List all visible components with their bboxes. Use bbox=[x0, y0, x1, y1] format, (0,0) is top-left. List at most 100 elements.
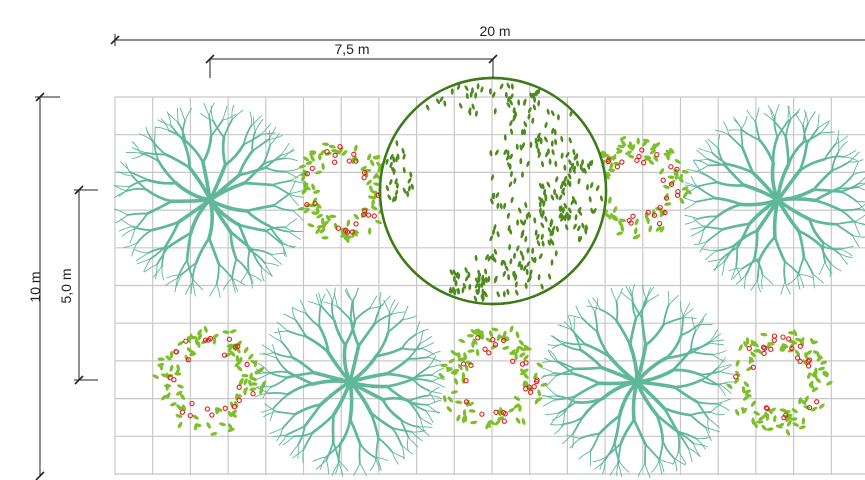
shrub-leaf bbox=[313, 189, 321, 194]
canopy-leaf bbox=[560, 152, 564, 159]
canopy-leaf bbox=[491, 192, 496, 199]
shrub-leaf bbox=[321, 236, 329, 240]
shrub-berry bbox=[814, 399, 820, 405]
canopy-leaf bbox=[537, 147, 540, 154]
canopy-leaf bbox=[565, 211, 569, 219]
canopy-leaf bbox=[577, 225, 581, 232]
canopy-leaf bbox=[547, 239, 551, 246]
shrub-leaf bbox=[802, 359, 808, 366]
shrub-leaf bbox=[250, 376, 257, 382]
canopy-leaf bbox=[529, 141, 533, 148]
shrub-leaf bbox=[781, 345, 787, 352]
shrub-leaf bbox=[753, 410, 760, 416]
shrub-leaf bbox=[323, 220, 330, 226]
shrub-leaf bbox=[367, 227, 372, 235]
shrub-leaf bbox=[186, 347, 193, 353]
canopy-leaf bbox=[395, 156, 399, 163]
canopy-leaf bbox=[537, 87, 541, 95]
canopy-leaf bbox=[529, 92, 533, 99]
shrub-leaf bbox=[315, 228, 321, 235]
canopy-leaf bbox=[407, 185, 411, 192]
shrub-leaf bbox=[792, 422, 800, 427]
canopy-leaf bbox=[575, 153, 579, 160]
shrub-leaf bbox=[805, 350, 813, 356]
shrub-berry bbox=[344, 229, 351, 235]
shrub-leaf bbox=[620, 140, 627, 147]
shrub-berry bbox=[475, 335, 481, 341]
shrub-berry bbox=[187, 412, 193, 419]
shrub-leaf bbox=[518, 404, 522, 412]
shrub-leaf bbox=[820, 360, 828, 365]
canopy-leaf bbox=[464, 275, 469, 282]
canopy-leaf bbox=[468, 107, 472, 114]
canopy-leaf bbox=[505, 154, 510, 161]
canopy-leaf bbox=[536, 240, 541, 247]
shrub-leaf bbox=[253, 360, 258, 368]
shrub-leaf bbox=[261, 380, 267, 388]
shrub-leaf bbox=[241, 373, 249, 378]
shrub-berry bbox=[501, 418, 507, 424]
canopy-leaf bbox=[389, 153, 394, 160]
shrub-leaf bbox=[497, 416, 505, 421]
canopy-leaf bbox=[561, 189, 566, 196]
shrub-berry bbox=[761, 350, 767, 357]
shrub-leaf bbox=[376, 161, 382, 168]
shrub-leaf bbox=[811, 387, 819, 392]
shrub-berry bbox=[493, 409, 499, 415]
canopy-leaf bbox=[517, 99, 521, 106]
canopy-leaf bbox=[468, 283, 472, 291]
canopy-leaf bbox=[469, 91, 473, 98]
canopy-leaf bbox=[548, 158, 552, 165]
shrub-leaf bbox=[494, 419, 501, 426]
canopy-leaf bbox=[512, 107, 516, 114]
canopy-leaf bbox=[389, 161, 393, 168]
shrub-leaf bbox=[243, 346, 249, 354]
shrub-leaf bbox=[496, 334, 501, 341]
shrub-leaf bbox=[738, 344, 743, 351]
shrub-leaf bbox=[795, 337, 803, 342]
shrub-leaf bbox=[311, 183, 316, 191]
shrub-leaf bbox=[319, 149, 326, 156]
shrub-berry bbox=[523, 360, 529, 366]
shrub-berry bbox=[794, 355, 801, 361]
shrub-leaf bbox=[787, 420, 792, 427]
shrub-leaf bbox=[445, 366, 453, 371]
shrub-leaf bbox=[175, 390, 183, 396]
shrub-leaf bbox=[169, 364, 174, 372]
canopy-leaf bbox=[493, 248, 498, 255]
canopy-leaf bbox=[518, 261, 522, 268]
canopy-leaf bbox=[395, 182, 399, 189]
shrub-berry bbox=[324, 149, 330, 155]
shrub-leaf bbox=[197, 333, 203, 341]
shrub-berry bbox=[619, 159, 625, 165]
canopy-leaf bbox=[540, 233, 544, 240]
shrub-leaf bbox=[649, 149, 656, 155]
canopy-leaf bbox=[439, 96, 444, 103]
shrub-leaf bbox=[180, 393, 186, 401]
shrub-leaf bbox=[307, 223, 315, 228]
shrub-leaf bbox=[374, 174, 381, 180]
shrub-leaf bbox=[663, 185, 670, 189]
shrub-berry bbox=[510, 358, 516, 364]
shrub-leaf bbox=[485, 422, 490, 430]
canopy-leaf bbox=[563, 164, 567, 171]
shrub-leaf bbox=[726, 383, 733, 389]
shrub-leaf bbox=[341, 150, 348, 156]
tree-3 bbox=[254, 287, 446, 477]
canopy-leaf bbox=[495, 192, 500, 199]
canopy-leaf bbox=[533, 217, 537, 224]
shrub-leaf bbox=[338, 146, 344, 154]
shrub-berry bbox=[733, 374, 739, 380]
canopy-leaf bbox=[581, 222, 585, 229]
shrub-5 bbox=[726, 329, 833, 436]
canopy-leaf bbox=[519, 157, 523, 165]
shrub-leaf bbox=[475, 328, 480, 335]
shrub-leaf bbox=[455, 400, 463, 404]
shrub-berry bbox=[331, 159, 338, 165]
shrub-leaf bbox=[744, 389, 752, 394]
shrub-leaf bbox=[235, 355, 240, 363]
shrub-berry bbox=[351, 151, 357, 157]
shrub-leaf bbox=[756, 348, 763, 355]
canopy-leaf bbox=[524, 236, 528, 243]
shrub-leaf bbox=[238, 379, 244, 387]
